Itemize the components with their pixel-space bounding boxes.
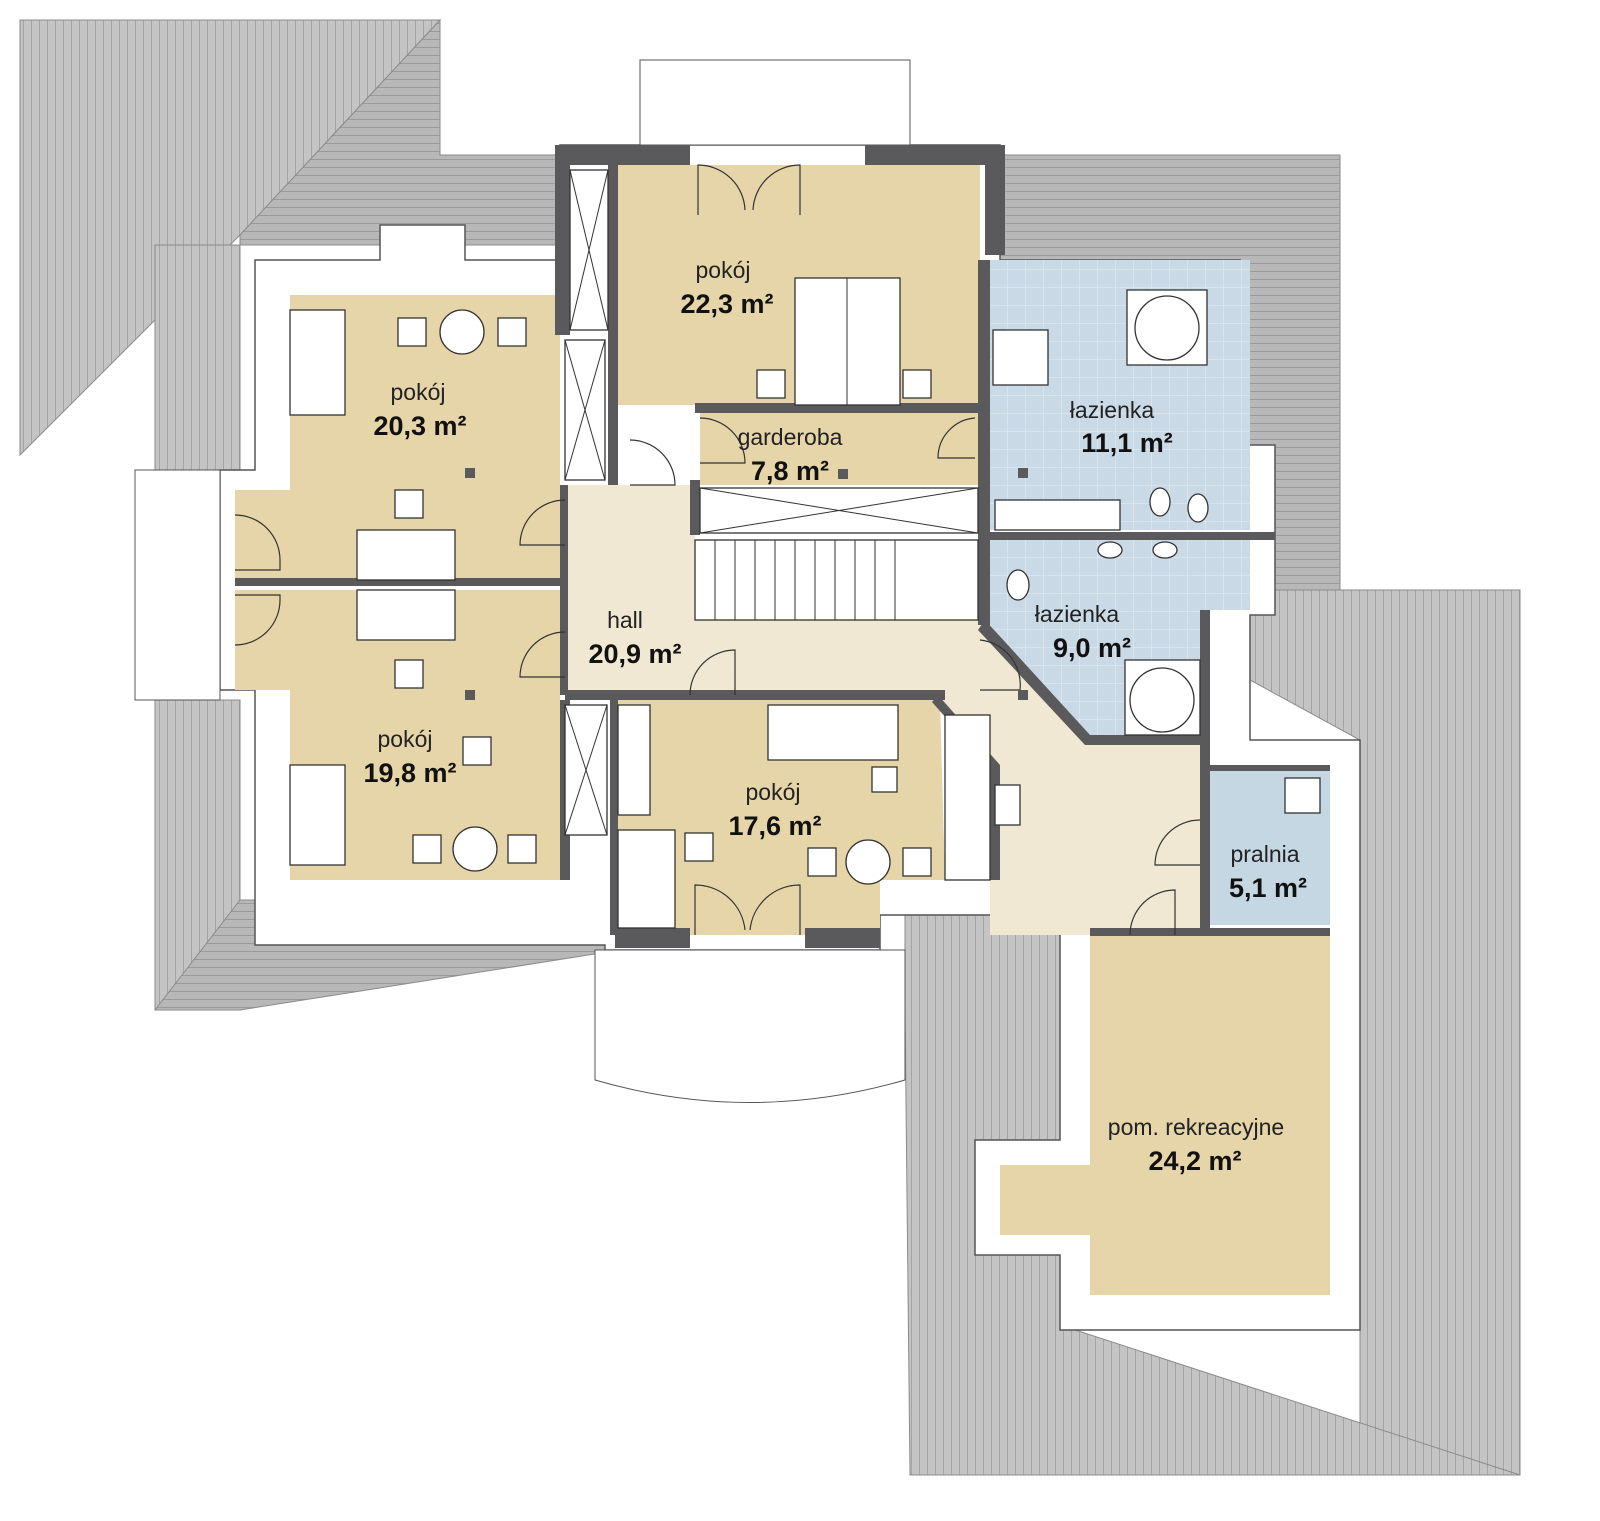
balcony-west	[134, 469, 221, 701]
svg-text:hall: hall	[607, 607, 643, 633]
svg-text:pokój: pokój	[391, 379, 446, 405]
svg-text:20,9 m²: 20,9 m²	[588, 639, 681, 669]
svg-text:9,0 m²: 9,0 m²	[1053, 633, 1131, 663]
desk	[356, 529, 456, 581]
room-label-room-s: pokój 17,6 m²	[728, 779, 821, 841]
desk	[617, 829, 676, 929]
svg-text:garderoba: garderoba	[738, 424, 843, 450]
svg-text:pokój: pokój	[746, 779, 801, 805]
svg-text:20,3 m²: 20,3 m²	[373, 411, 466, 441]
svg-text:22,3 m²: 22,3 m²	[680, 289, 773, 319]
room-label-wardrobe: garderoba 7,8 m²	[738, 424, 843, 486]
doors	[234, 164, 1201, 936]
svg-text:19,8 m²: 19,8 m²	[363, 758, 456, 788]
svg-text:pokój: pokój	[378, 726, 433, 752]
svg-text:łazienka: łazienka	[1070, 397, 1155, 423]
furniture	[289, 169, 1321, 929]
room-label-room-nw: pokój 20,3 m²	[373, 379, 466, 441]
balcony-north	[639, 59, 911, 146]
room-label-recreation: pom. rekreacyjne 24,2 m²	[1108, 1114, 1284, 1176]
svg-text:łazienka: łazienka	[1035, 601, 1120, 627]
room-label-bathroom-2: łazienka 9,0 m²	[1035, 601, 1131, 663]
desk	[356, 589, 456, 641]
bed	[289, 309, 346, 416]
room-label-bathroom-1: łazienka 11,1 m²	[1070, 397, 1173, 458]
svg-text:24,2 m²: 24,2 m²	[1148, 1146, 1241, 1176]
svg-text:7,8 m²: 7,8 m²	[751, 456, 829, 486]
vent-markers	[465, 468, 1028, 700]
balcony-south	[594, 949, 906, 1103]
svg-text:pom. rekreacyjne: pom. rekreacyjne	[1108, 1114, 1284, 1140]
room-label-laundry: pralnia 5,1 m²	[1229, 841, 1307, 903]
room-label-room-n: pokój 22,3 m²	[680, 257, 773, 319]
svg-text:pralnia: pralnia	[1230, 841, 1299, 867]
room-label-hall: hall 20,9 m²	[588, 607, 681, 669]
bed	[289, 764, 346, 866]
svg-text:11,1 m²: 11,1 m²	[1081, 428, 1173, 458]
shower	[992, 329, 1049, 386]
svg-text:5,1 m²: 5,1 m²	[1229, 873, 1307, 903]
svg-text:17,6 m²: 17,6 m²	[728, 811, 821, 841]
room-label-room-sw: pokój 19,8 m²	[363, 726, 456, 788]
svg-text:pokój: pokój	[696, 257, 751, 283]
stairs	[694, 539, 979, 621]
